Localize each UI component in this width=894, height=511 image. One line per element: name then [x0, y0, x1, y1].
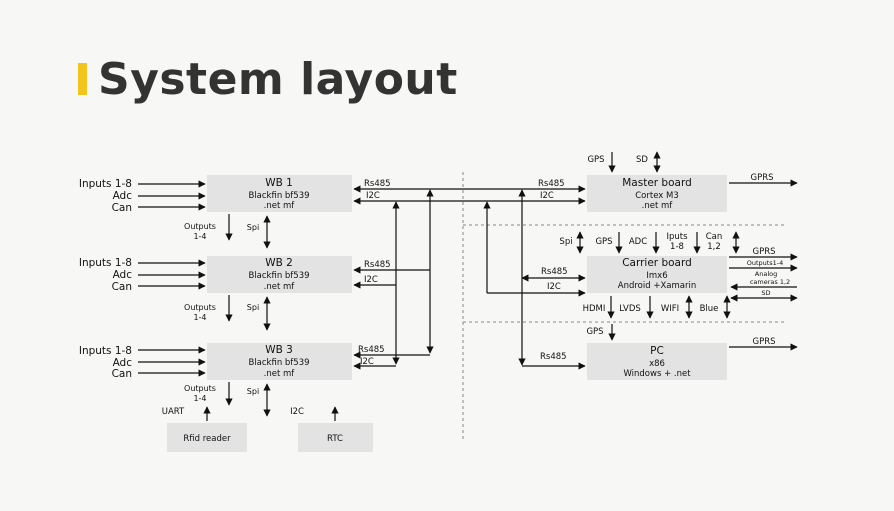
bus-labels: Rs485 I2C Rs485 I2C Rs485 I2C Rs485 I2C … [358, 179, 568, 367]
rfid-block: Rfid reader UART [160, 406, 254, 453]
carrier-lvds-label: LVDS [619, 304, 641, 314]
wb3-outputs: Outputs 1-4 Spi [184, 382, 271, 417]
wb3-inputs: Inputs 1-8 Adc Can [79, 345, 206, 380]
wb3-outputs-label: Outputs [184, 384, 216, 393]
master-rs485-label: Rs485 [538, 179, 565, 189]
carrier-block: Carrier board Imx6 Android +Xamarin [580, 255, 734, 294]
wb1-block: WB 1 Blackfin bf539 .net mf [200, 174, 359, 213]
wb1-outputs-label: Outputs [184, 222, 216, 231]
page-title: System layout [98, 54, 458, 105]
carrier-name: Carrier board [622, 257, 692, 269]
rfid-name: Rfid reader [183, 434, 231, 444]
wb2-inputs-label: Inputs 1-8 [79, 257, 132, 269]
pc-name: PC [650, 345, 664, 357]
pc-gprs-label: GPRS [752, 337, 775, 347]
pc-io: GPS GPRS [586, 324, 798, 351]
pc-line2: Windows + .net [623, 369, 691, 379]
rtc-block: RTC I2C [290, 406, 380, 453]
carrier-can-range: 1,2 [707, 242, 721, 252]
rtc-name: RTC [327, 434, 343, 444]
carrier-wifi-label: WIFI [661, 304, 679, 314]
dividers [462, 172, 785, 440]
wb1-inputs: Inputs 1-8 Adc Can [79, 178, 206, 214]
master-line1: Cortex M3 [635, 191, 679, 201]
wb1-can-label: Can [112, 202, 132, 214]
carrier-gprs-label: GPRS [752, 247, 775, 257]
master-gps-label: GPS [587, 155, 604, 165]
carrier-gps-label: GPS [595, 237, 612, 247]
pc-gps-label: GPS [586, 327, 603, 337]
wb3-outputs-range: 1-4 [193, 394, 206, 403]
carrier-cameras-label: cameras 1,2 [750, 278, 790, 286]
carrier-line2: Android +Xamarin [618, 281, 696, 291]
wb1-outputs-range: 1-4 [193, 232, 206, 241]
wb2-name: WB 2 [265, 257, 293, 269]
carrier-iputs-label: Iputs [666, 232, 688, 242]
carrier-spi-label: Spi [559, 237, 572, 247]
carrier-right-io: GPRS Outputs1-4 Analog cameras 1,2 SD [729, 247, 798, 302]
carrier-line1: Imx6 [646, 271, 667, 281]
master-sd-label: SD [636, 155, 648, 165]
title-accent-bar [78, 63, 87, 95]
wb2-inputs: Inputs 1-8 Adc Can [79, 257, 206, 293]
wb3-rs485-label: Rs485 [358, 345, 385, 355]
carrier-top-io: Spi GPS ADC Iputs 1-8 Can 1,2 [559, 231, 740, 254]
wb2-spi-label: Spi [247, 303, 259, 312]
wb2-rs485-label: Rs485 [364, 260, 391, 270]
carrier-blue-label: Blue [700, 304, 719, 314]
wb3-line1: Blackfin bf539 [248, 358, 309, 368]
wb3-block: WB 3 Blackfin bf539 .net mf [200, 342, 359, 381]
wb2-outputs: Outputs 1-4 Spi [184, 295, 271, 331]
carrier-rs485-label: Rs485 [541, 267, 568, 277]
master-gprs-label: GPRS [750, 173, 773, 183]
wb1-adc-label: Adc [113, 190, 133, 202]
wb1-line2: .net mf [264, 201, 296, 211]
carrier-i2c-label: I2C [547, 282, 561, 292]
master-io: GPS SD GPRS [587, 151, 798, 187]
master-name: Master board [622, 177, 692, 189]
wb2-outputs-range: 1-4 [193, 313, 206, 322]
wb2-can-label: Can [112, 281, 132, 293]
carrier-outputs14-label: Outputs1-4 [747, 259, 784, 267]
wb1-i2c-label: I2C [366, 191, 380, 201]
carrier-analog-label: Analog [755, 270, 777, 278]
rtc-i2c-label: I2C [290, 407, 304, 417]
wb1-outputs: Outputs 1-4 Spi [184, 214, 271, 249]
master-i2c-label: I2C [540, 191, 554, 201]
carrier-sd-label: SD [761, 289, 770, 297]
wb1-name: WB 1 [265, 177, 293, 189]
wb3-spi-label: Spi [247, 387, 259, 396]
wb2-outputs-label: Outputs [184, 303, 216, 312]
wb3-i2c-label: I2C [360, 357, 374, 367]
uart-label: UART [162, 407, 185, 417]
carrier-iputs-range: 1-8 [670, 242, 684, 252]
wb3-inputs-label: Inputs 1-8 [79, 345, 132, 357]
pc-line1: x86 [649, 359, 665, 369]
wb2-adc-label: Adc [113, 269, 133, 281]
master-block: Master board Cortex M3 .net mf [580, 174, 734, 213]
wb3-line2: .net mf [264, 369, 296, 379]
wb1-line1: Blackfin bf539 [248, 191, 309, 201]
master-line2: .net mf [642, 201, 674, 211]
wb1-rs485-label: Rs485 [364, 179, 391, 189]
carrier-can-label: Can [706, 232, 723, 242]
wb2-line2: .net mf [264, 282, 296, 292]
wb1-inputs-label: Inputs 1-8 [79, 178, 132, 190]
wb2-block: WB 2 Blackfin bf539 .net mf [200, 255, 359, 294]
wb1-spi-label: Spi [247, 223, 259, 232]
wb3-can-label: Can [112, 368, 132, 380]
carrier-bottom-io: HDMI LVDS WIFI Blue [583, 295, 731, 319]
bus-lines [353, 185, 586, 370]
pc-rs485-label: Rs485 [540, 352, 567, 362]
wb3-name: WB 3 [265, 344, 293, 356]
wb2-line1: Blackfin bf539 [248, 271, 309, 281]
carrier-hdmi-label: HDMI [583, 304, 606, 314]
carrier-adc-label: ADC [629, 237, 647, 247]
pc-block: PC x86 Windows + .net [580, 342, 734, 381]
wb3-adc-label: Adc [113, 357, 133, 369]
wb2-i2c-label: I2C [364, 275, 378, 285]
